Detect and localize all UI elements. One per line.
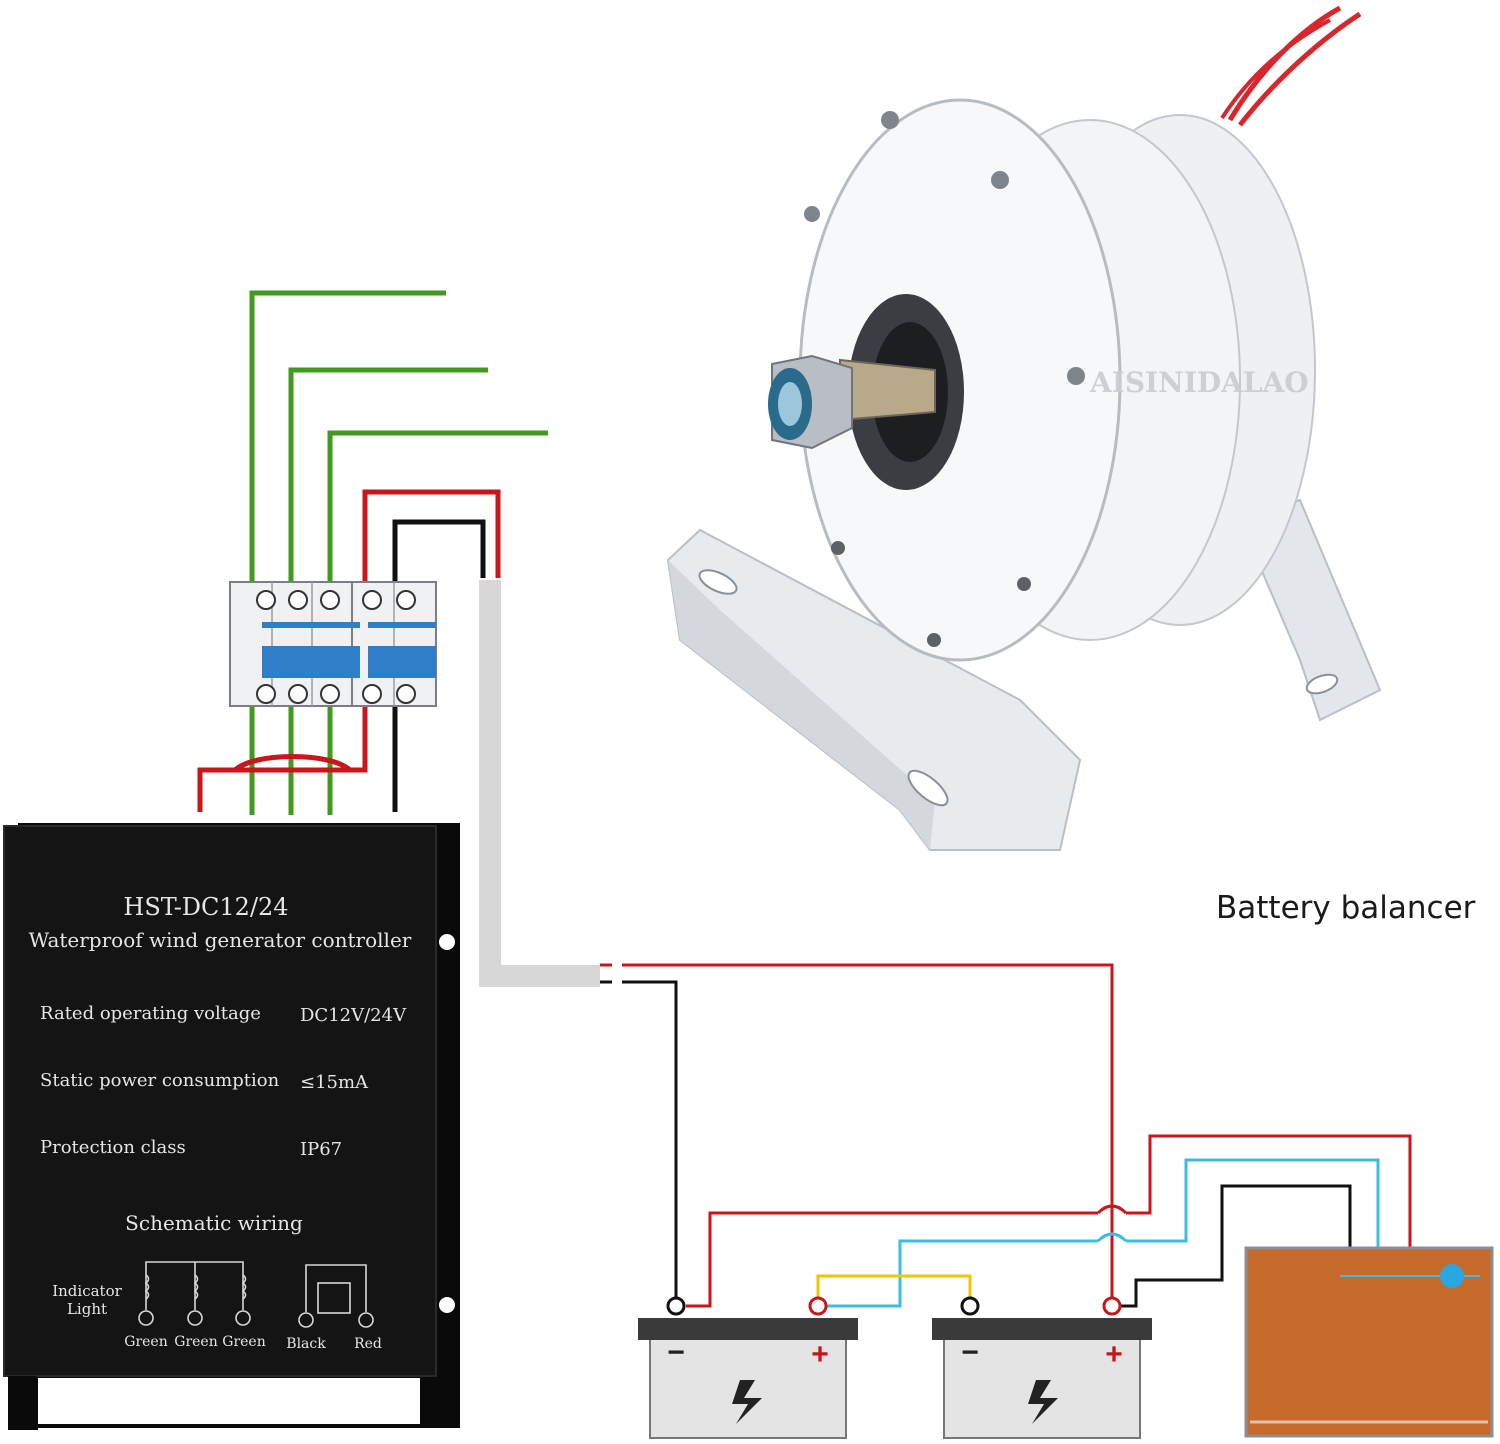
wind-controller: HST-DC12/24 Waterproof wind generator co… <box>3 823 460 1430</box>
battery-1-plus: + <box>811 1338 829 1371</box>
battery-2-minus: − <box>961 1336 979 1369</box>
spec-label-0: Rated operating voltage <box>40 1003 261 1024</box>
spec-value-0: DC12V/24V <box>300 1005 407 1026</box>
lightning-shield-icon <box>1440 1264 1464 1288</box>
spec-label-2: Protection class <box>40 1137 186 1158</box>
battery-2 <box>932 1296 1152 1439</box>
spec-label-1: Static power consumption <box>40 1070 280 1091</box>
wind-generator: AISINIDALAO <box>666 5 1382 851</box>
spec-value-2: IP67 <box>300 1139 342 1160</box>
battery-1 <box>638 1296 858 1439</box>
battery-1-minus: − <box>667 1336 685 1369</box>
main-red-wire <box>600 963 1114 1300</box>
gray-cable <box>479 580 600 987</box>
battery-balancer-label: Battery balancer <box>1216 890 1476 926</box>
controller-title: Waterproof wind generator controller <box>29 928 412 952</box>
schematic-title: Schematic wiring <box>125 1211 303 1235</box>
main-black-wire <box>600 980 678 1300</box>
indicator-label-2: Light <box>67 1300 107 1318</box>
circuit-breakers <box>229 581 437 707</box>
battery-wiring <box>600 962 1412 1308</box>
terminal-label-2: Green <box>222 1334 265 1350</box>
battery-2-plus: + <box>1105 1338 1123 1371</box>
terminal-label-1: Green <box>174 1334 217 1350</box>
watermark: AISINIDALAO <box>1089 366 1309 399</box>
indicator-label-1: Indicator <box>52 1282 122 1300</box>
terminal-label-0: Green <box>124 1334 167 1350</box>
battery-balancer <box>1244 1246 1494 1438</box>
terminal-label-4: Red <box>354 1336 382 1352</box>
schematic-symbols <box>138 1261 374 1328</box>
controller-model: HST-DC12/24 <box>123 893 288 921</box>
spec-value-1: ≤15mA <box>300 1072 369 1093</box>
terminal-label-3: Black <box>286 1336 326 1352</box>
